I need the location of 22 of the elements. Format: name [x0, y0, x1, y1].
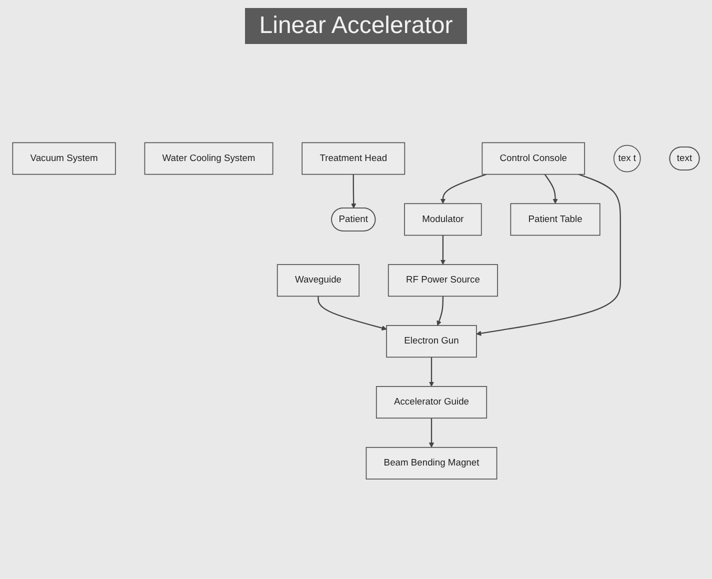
node-box: Treatment Head: [302, 142, 406, 174]
arrow: [351, 174, 356, 208]
arrow: [436, 296, 444, 326]
node-box: Vacuum System: [12, 142, 116, 174]
node-box: Patient Table: [510, 202, 600, 236]
arrow: [544, 174, 558, 204]
node-box: RF Power Source: [388, 264, 498, 296]
arrow: [428, 356, 434, 386]
node-box: Electron Gun: [386, 324, 477, 358]
node-box: Waveguide: [276, 264, 360, 296]
node-box: Modulator: [404, 202, 482, 236]
arrow: [440, 173, 487, 204]
arrow: [440, 234, 446, 264]
node-box: Beam Bending Magnet: [366, 446, 498, 480]
arrow: [428, 418, 434, 448]
node-box: Accelerator Guide: [376, 386, 488, 418]
node-box: Control Console: [482, 142, 586, 174]
title-banner: Linear Accelerator: [245, 8, 467, 44]
arrow: [318, 296, 387, 330]
arrow: [476, 173, 621, 336]
node-circle: tex t: [613, 144, 641, 172]
node-box: Water Cooling System: [144, 142, 274, 174]
